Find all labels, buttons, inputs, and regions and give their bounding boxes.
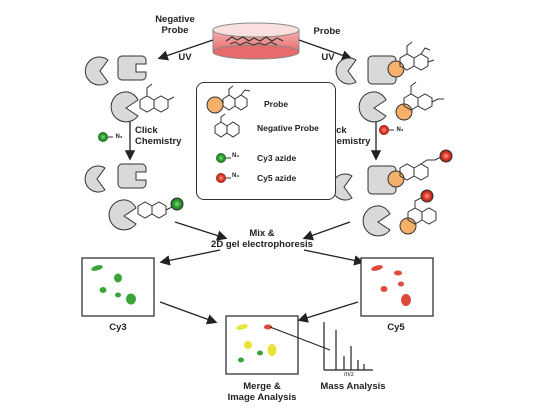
arrow-cy5-to-merge	[297, 301, 359, 323]
cy5-azide-icon-right	[379, 125, 394, 135]
cy3-azide-icon-left	[98, 132, 113, 142]
arrow-dish-right	[298, 39, 353, 61]
right-proteins-bottom	[331, 165, 417, 237]
label-uv-right: UV	[321, 52, 335, 63]
arrow-right-to-mix	[302, 221, 351, 241]
legend-n3-cy3: N₃	[232, 153, 240, 159]
legend-box: Probe Negative Probe N₃ Cy3 azide N₃ Cy5…	[196, 82, 336, 200]
petri-dish-icon	[212, 22, 300, 60]
left-proteins-top	[84, 55, 147, 123]
legend-n3-cy5: N₃	[232, 173, 240, 179]
label-uv-left: UV	[178, 52, 192, 63]
probe-bound-right-top	[399, 41, 444, 111]
label-n3-right: N₃	[396, 127, 404, 133]
arrow-dish-left	[157, 39, 214, 61]
cy3-gel	[81, 257, 155, 317]
label-cy3: Cy3	[109, 322, 127, 333]
cy3-labeled-probe-left	[137, 197, 184, 219]
label-mz: m/z	[344, 372, 354, 378]
left-proteins-bottom	[84, 163, 147, 231]
label-negative-probe: Negative Probe	[155, 14, 195, 36]
legend-icons	[206, 85, 251, 183]
merge-gel	[225, 315, 299, 375]
arrow-cy3-to-merge	[159, 301, 218, 325]
label-merge: Merge & Image Analysis	[227, 381, 297, 403]
negative-probe-bound-left	[139, 83, 175, 113]
probe-legend-icon	[206, 85, 251, 114]
label-click-left: Click Chemistry	[135, 125, 182, 147]
cy5-labeled-probe-right	[399, 149, 453, 225]
legend-negative-probe-label: Negative Probe	[257, 123, 319, 133]
cy3-azide-legend-icon	[216, 153, 231, 163]
legend-cy3-azide-label: Cy3 azide	[257, 153, 297, 163]
mass-spectrum-icon	[323, 322, 373, 371]
merge-to-mass-line	[269, 326, 331, 351]
label-cy5: Cy5	[387, 322, 405, 333]
arrow-mix-to-cy5	[303, 249, 365, 266]
arrow-left-to-mix	[174, 221, 228, 241]
label-mass-analysis: Mass Analysis	[320, 381, 386, 392]
cy5-gel	[360, 257, 434, 317]
label-probe-top: Probe	[313, 26, 341, 37]
label-n3-left: N₃	[115, 134, 123, 140]
legend-probe-label: Probe	[264, 99, 289, 109]
negative-probe-legend-icon	[214, 113, 240, 138]
cy5-azide-legend-icon	[216, 173, 231, 183]
legend-cy5-azide-label: Cy5 azide	[257, 173, 297, 183]
arrow-mix-to-cy3	[159, 249, 221, 266]
label-mix: Mix & 2D gel electrophoresis	[211, 228, 313, 250]
